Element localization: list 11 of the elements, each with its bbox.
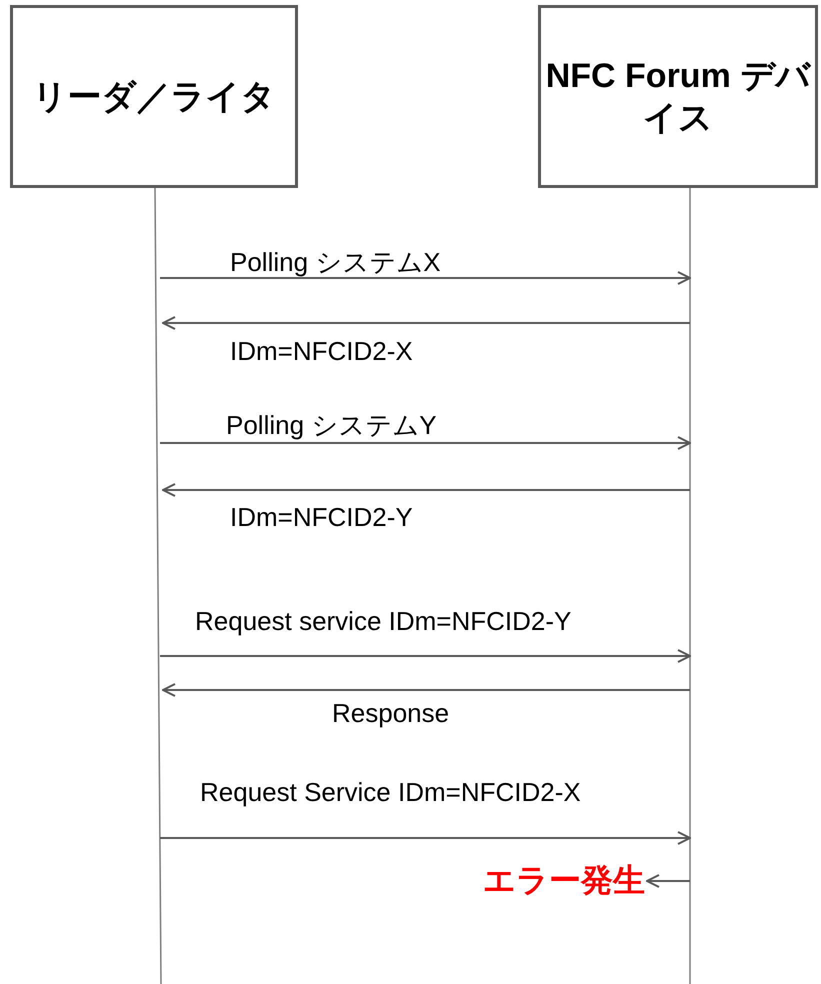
message-arrow: [160, 649, 691, 663]
error-label: エラー発生: [483, 862, 645, 898]
participant-name: リーダ／ライタ: [32, 76, 276, 118]
message-arrow: [162, 316, 690, 330]
message-arrow: [646, 874, 690, 888]
participant-name: NFC Forum デバイス: [544, 56, 812, 138]
message-arrow: [160, 271, 691, 285]
message-arrow: [160, 436, 691, 450]
message-arrow: [162, 683, 690, 697]
message-arrow: [160, 831, 691, 845]
message-arrow: [162, 483, 690, 497]
